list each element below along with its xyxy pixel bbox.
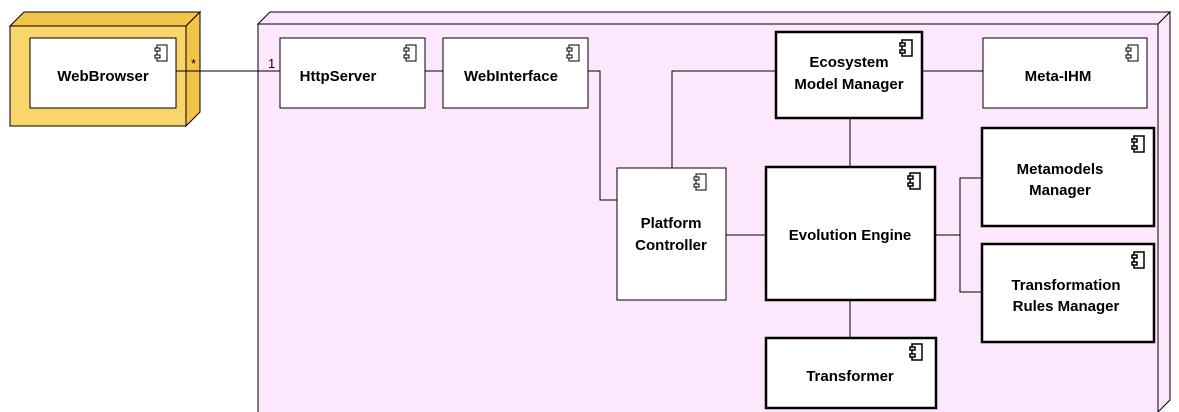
platform-controller-label-line1: Platform	[641, 215, 702, 232]
component-icon	[899, 39, 913, 57]
ecosystem-label-line2: Model Manager	[794, 76, 903, 93]
component-icon	[1125, 44, 1139, 62]
component-icon	[1131, 251, 1145, 269]
webinterface-label: WebInterface	[464, 68, 558, 85]
multiplicity-server-end: 1	[268, 56, 275, 71]
platform-controller-component[interactable]: Platform Controller	[616, 167, 727, 301]
metamodels-manager-label-line2: Manager	[1029, 182, 1091, 199]
transformation-rules-manager-component[interactable]: Transformation Rules Manager	[980, 242, 1156, 344]
ecosystem-model-manager-component[interactable]: Ecosystem Model Manager	[774, 30, 924, 120]
platform-controller-label-line2: Controller	[635, 237, 707, 254]
server-node-top	[256, 11, 1172, 25]
evolution-engine-label: Evolution Engine	[789, 227, 912, 244]
webbrowser-component[interactable]: WebBrowser	[29, 37, 177, 109]
connector-platformcontroller-ecosystem	[671, 70, 775, 168]
component-icon	[693, 173, 707, 191]
component-icon	[907, 172, 921, 190]
webbrowser-label: WebBrowser	[57, 68, 149, 85]
component-icon	[154, 44, 168, 62]
ecosystem-label-line1: Ecosystem	[809, 54, 888, 71]
connector-evolution-managers	[935, 177, 982, 236]
httpserver-component[interactable]: HttpServer	[279, 37, 426, 109]
server-node-side	[1157, 10, 1171, 412]
transformer-label: Transformer	[806, 368, 894, 385]
connector-webinterface-platformcontroller	[588, 70, 617, 201]
meta-ihm-label: Meta-IHM	[1025, 68, 1092, 85]
transformation-rules-manager-label-line2: Rules Manager	[1013, 298, 1120, 315]
httpserver-label: HttpServer	[300, 68, 377, 85]
component-icon	[1131, 135, 1145, 153]
client-node-top	[8, 11, 202, 27]
component-icon	[566, 44, 580, 62]
transformer-component[interactable]: Transformer	[764, 336, 938, 410]
connector-evolution-transformation	[959, 235, 982, 293]
multiplicity-browser-end: *	[191, 56, 196, 71]
meta-ihm-component[interactable]: Meta-IHM	[982, 37, 1148, 109]
metamodels-manager-component[interactable]: Metamodels Manager	[980, 126, 1156, 228]
component-icon	[403, 44, 417, 62]
evolution-engine-component[interactable]: Evolution Engine	[764, 165, 937, 302]
metamodels-manager-label-line1: Metamodels	[1017, 161, 1104, 178]
connectors	[176, 70, 983, 338]
transformation-rules-manager-label-line1: Transformation	[1011, 277, 1120, 294]
component-icon	[909, 343, 923, 361]
webinterface-component[interactable]: WebInterface	[442, 37, 589, 109]
